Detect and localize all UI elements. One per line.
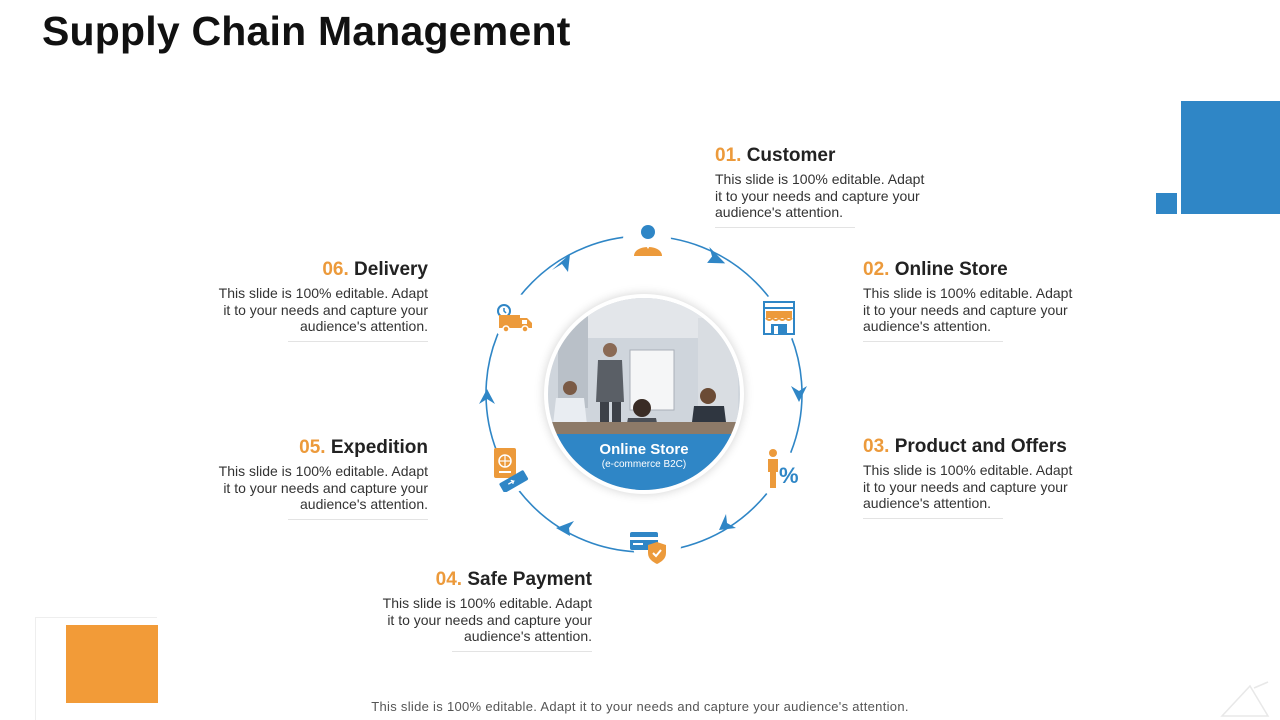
step-heading: 03. Product and Offers (863, 436, 1083, 458)
passport-ticket-icon (494, 448, 529, 492)
step-description: This slide is 100% editable. Adapt it to… (382, 595, 592, 644)
step-label: Product and Offers (894, 436, 1067, 457)
center-sublabel: (e-commerce B2C) (601, 459, 687, 470)
step-delivery: 06. Delivery This slide is 100% editable… (208, 259, 428, 342)
step-customer: 01. Customer This slide is 100% editable… (715, 145, 935, 228)
slide-title: Supply Chain Management (42, 8, 571, 54)
center-label-band: Online Store (e-commerce B2C) (548, 434, 740, 490)
divider (863, 517, 1003, 519)
footer-note: This slide is 100% editable. Adapt it to… (371, 699, 909, 714)
arrow-icon (707, 246, 726, 264)
customer-icon (634, 225, 662, 256)
storefront-icon (763, 301, 795, 335)
decor-blue-block (1181, 101, 1280, 214)
arrow-icon (791, 386, 807, 402)
arrow-icon (552, 254, 570, 272)
step-number: 02. (863, 259, 890, 280)
step-number: 03. (863, 436, 890, 457)
step-description: This slide is 100% editable. Adapt it to… (863, 462, 1073, 511)
step-heading: 02. Online Store (863, 259, 1083, 281)
decor-orange-block (66, 625, 158, 703)
step-expedition: 05. Expedition This slide is 100% editab… (208, 437, 428, 520)
step-number: 05. (299, 437, 326, 458)
step-description: This slide is 100% editable. Adapt it to… (715, 171, 925, 220)
step-description: This slide is 100% editable. Adapt it to… (218, 285, 428, 334)
secure-card-icon (630, 532, 666, 564)
step-label: Customer (746, 145, 836, 166)
arrow-icon (479, 389, 495, 404)
step-safe-payment: 04. Safe Payment This slide is 100% edit… (372, 569, 592, 652)
step-online-store: 02. Online Store This slide is 100% edit… (863, 259, 1083, 342)
step-label: Expedition (330, 437, 428, 458)
delivery-truck-icon (497, 304, 532, 333)
step-heading: 05. Expedition (208, 437, 428, 459)
divider (288, 340, 428, 342)
arrow-icon (719, 514, 736, 530)
decor-frame (35, 617, 157, 720)
step-number: 01. (715, 145, 742, 166)
decor-triangle-icon (1220, 681, 1270, 717)
step-heading: 06. Delivery (208, 259, 428, 281)
divider (452, 650, 592, 652)
step-heading: 01. Customer (715, 145, 935, 167)
decor-blue-square (1156, 193, 1177, 214)
svg-text:%: % (779, 463, 799, 488)
step-description: This slide is 100% editable. Adapt it to… (218, 463, 428, 512)
percent-offer-icon: % (768, 449, 799, 488)
divider (715, 226, 855, 228)
divider (863, 340, 1003, 342)
center-label: Online Store (599, 441, 689, 458)
step-product-offers: 03. Product and Offers This slide is 100… (863, 436, 1083, 519)
center-photo: Online Store (e-commerce B2C) (548, 298, 740, 490)
step-number: 04. (435, 569, 463, 590)
step-label: Safe Payment (467, 569, 592, 590)
step-heading: 04. Safe Payment (372, 569, 592, 591)
step-label: Delivery (354, 259, 428, 280)
step-number: 06. (322, 259, 349, 280)
step-label: Online Store (894, 259, 1008, 280)
step-description: This slide is 100% editable. Adapt it to… (863, 285, 1073, 334)
arrow-icon (556, 521, 574, 536)
divider (288, 518, 428, 520)
